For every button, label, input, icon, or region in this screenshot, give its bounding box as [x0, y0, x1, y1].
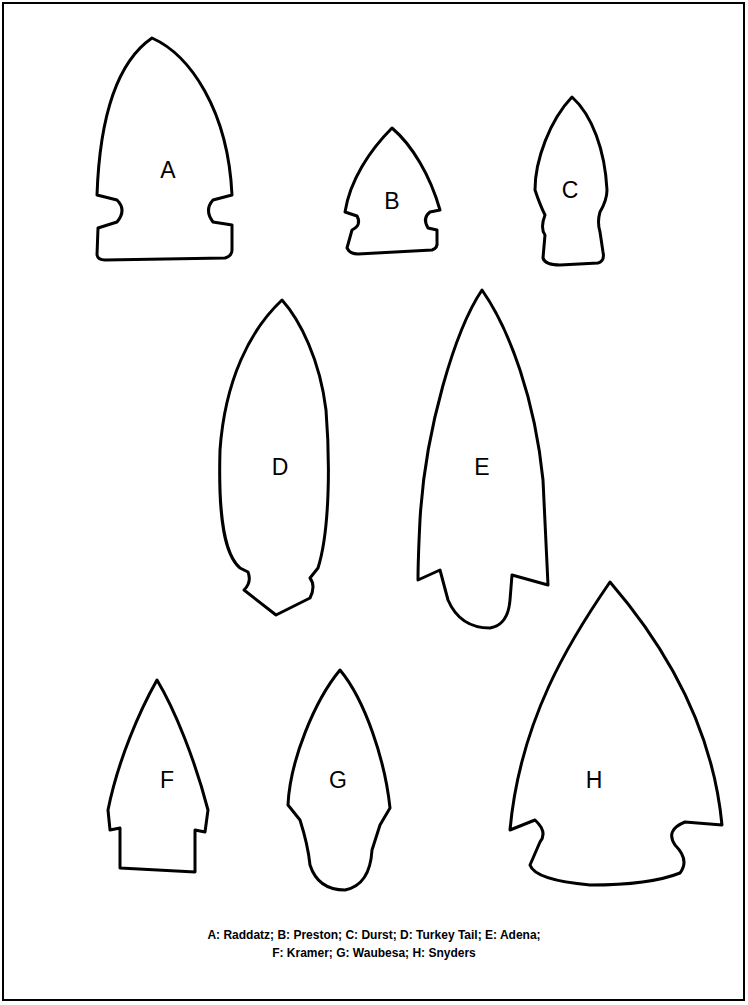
point-outline: [345, 128, 440, 254]
point-shape: [92, 34, 236, 264]
point-outline: [288, 670, 390, 890]
figure-caption: A: Raddatz; B: Preston; C: Durst; D: Tur…: [203, 926, 545, 962]
point-letter: E: [474, 456, 489, 479]
point-outline: [510, 582, 722, 885]
point-letter: B: [384, 190, 399, 213]
arrowhead-outline: D: [215, 296, 333, 619]
point-shape: [506, 578, 726, 889]
arrowhead-outline: A: [92, 34, 236, 264]
point-letter: D: [272, 456, 289, 479]
point-letter: F: [160, 769, 174, 792]
point-outline: [108, 680, 208, 872]
arrowhead-outline: C: [530, 93, 611, 269]
point-letter: G: [329, 769, 347, 792]
point-letter: A: [160, 159, 175, 182]
arrowhead-outline: G: [284, 666, 394, 894]
arrowhead-outline: B: [340, 124, 444, 258]
point-outline: [418, 290, 548, 628]
arrowhead-outline: E: [414, 286, 552, 632]
point-letter: C: [562, 179, 579, 202]
point-letter: H: [586, 769, 603, 792]
arrowhead-outline: H: [506, 578, 726, 889]
point-outline: [97, 38, 232, 260]
point-outline: [535, 97, 607, 265]
point-shape: [104, 676, 212, 876]
point-outline: [220, 300, 329, 615]
frame-border: [3, 3, 744, 1000]
arrowhead-outline: F: [104, 676, 212, 876]
